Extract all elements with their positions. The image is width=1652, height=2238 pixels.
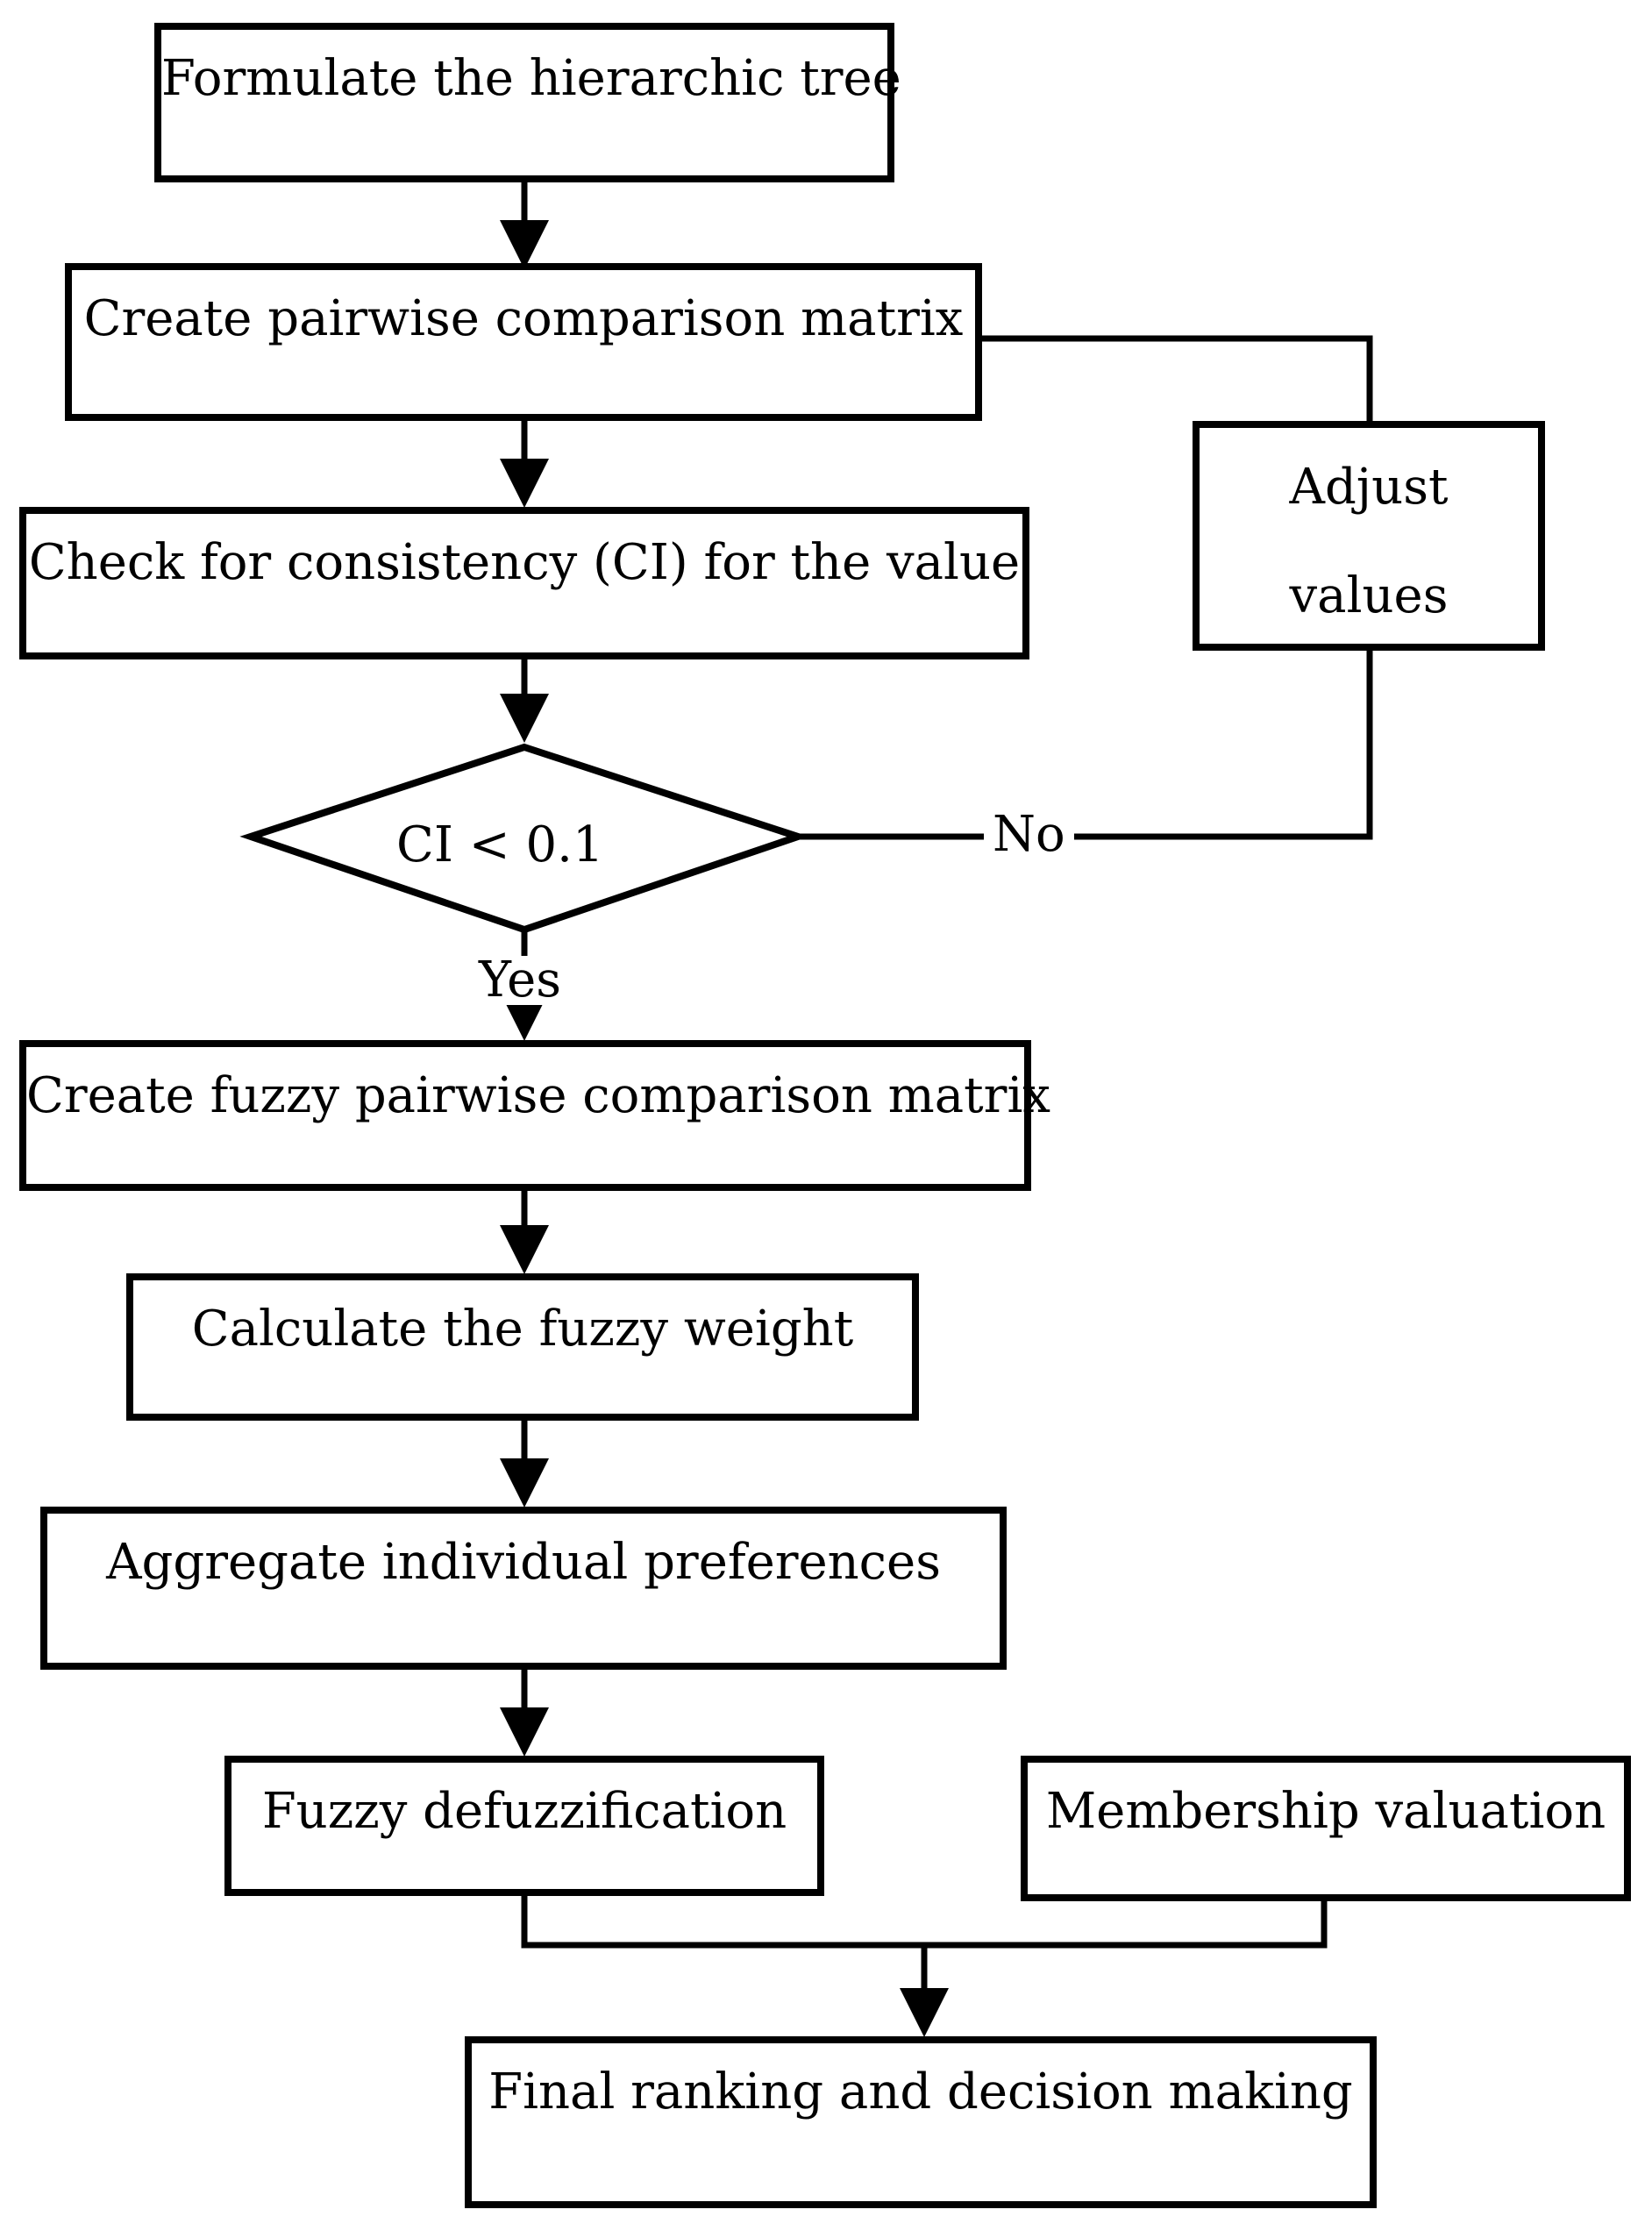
decision-yes-label: Yes: [474, 956, 566, 1005]
decision-condition-label: CI < 0.1: [396, 816, 604, 873]
decision-diamond: [239, 743, 809, 934]
step-aggregate-label: Aggregate individual preferences: [106, 1534, 941, 1591]
adjust-line2-label: values: [1289, 567, 1449, 624]
adjust-line1-label: Adjust: [1289, 459, 1449, 516]
step-formulate-box: Formulate the hierarchic tree: [154, 23, 901, 182]
step-formulate-label: Formulate the hierarchic tree: [161, 50, 901, 107]
step-membership-box: Membership valuation: [1021, 1756, 1631, 1901]
adjust-values-box: Adjust values: [1193, 421, 1545, 651]
step-aggregate-box: Aggregate individual preferences: [40, 1507, 1007, 1670]
step-pairwise-label: Create pairwise comparison matrix: [83, 290, 964, 347]
merge-line: [521, 1894, 1328, 1949]
step-check-label: Check for consistency (CI) for the value: [28, 534, 1021, 591]
step-final-box: Final ranking and decision making: [465, 2036, 1377, 2208]
step-pairwise-box: Create pairwise comparison matrix: [65, 263, 982, 421]
decision-no-label: No: [984, 810, 1074, 859]
step-fuzzy-pairwise-label: Create fuzzy pairwise comparison matrix: [26, 1067, 1050, 1124]
line-adjust-to-decision: [798, 649, 1373, 840]
step-final-label: Final ranking and decision making: [488, 2063, 1353, 2120]
step-membership-label: Membership valuation: [1045, 1783, 1606, 1840]
step-fuzzy-pairwise-box: Create fuzzy pairwise comparison matrix: [19, 1040, 1050, 1191]
step-check-box: Check for consistency (CI) for the value: [19, 507, 1029, 659]
line-pairwise-to-adjust: [980, 335, 1373, 424]
step-fuzzy-weight-label: Calculate the fuzzy weight: [191, 1301, 854, 1358]
step-fuzzy-weight-box: Calculate the fuzzy weight: [126, 1273, 919, 1421]
step-defuzz-label: Fuzzy defuzzification: [261, 1783, 787, 1840]
step-defuzz-box: Fuzzy defuzzification: [224, 1756, 824, 1896]
